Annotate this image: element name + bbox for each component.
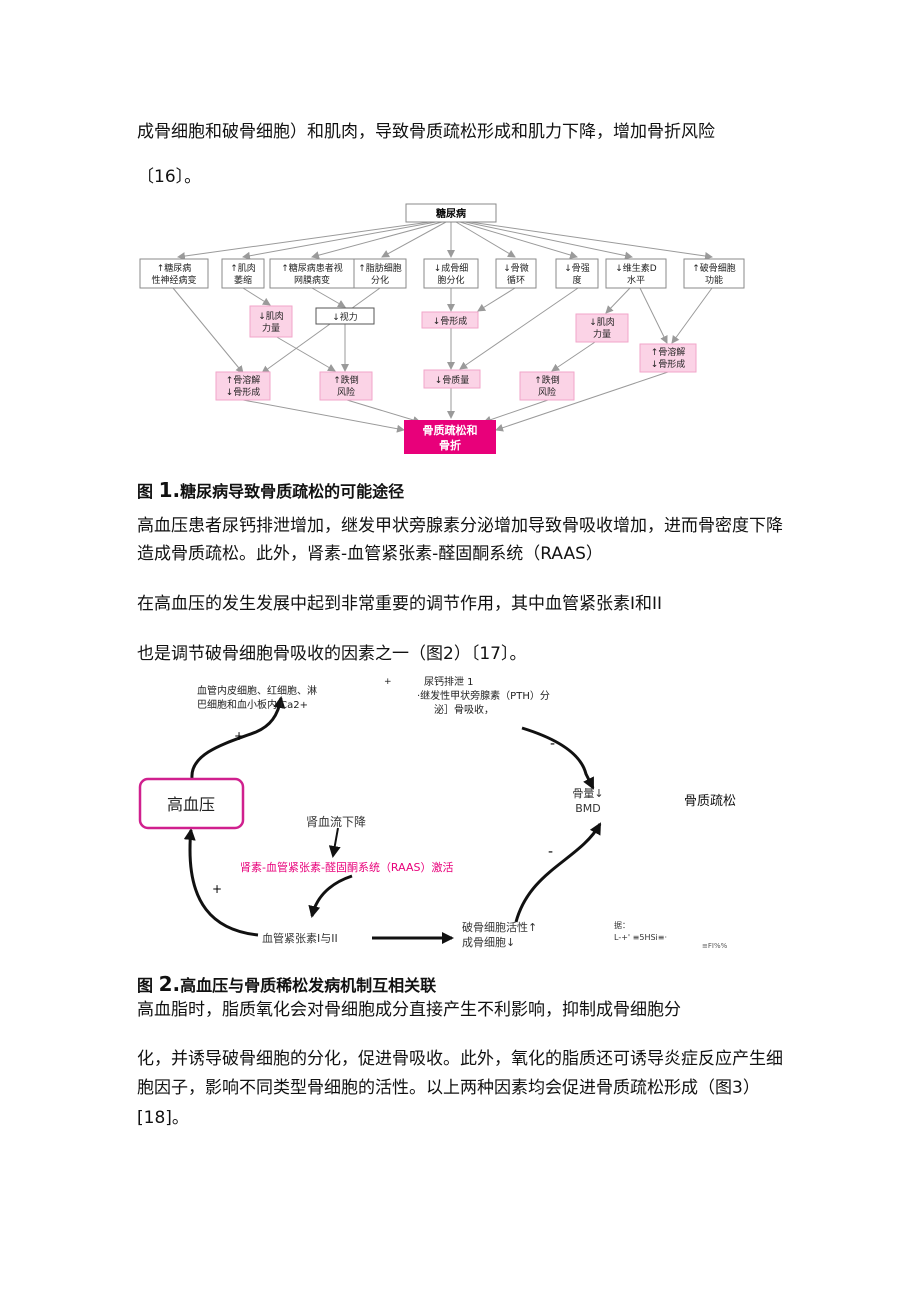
node-osteoclast-l2: 功能 bbox=[705, 274, 723, 286]
pth-text-l2: ·继发性甲状旁腺素（PTH）分 bbox=[417, 689, 550, 702]
paragraph-line: 造成骨质疏松。此外，肾素-血管紧张素-醛固酮系统（RAAS） bbox=[137, 544, 603, 564]
node-osteoblast: 成骨细胞↓ bbox=[462, 936, 515, 949]
figure2-caption: 图 2.高血压与骨质稀松发病机制互相关联 bbox=[137, 972, 436, 996]
minus-sign: - bbox=[548, 844, 553, 860]
minus-sign: - bbox=[550, 736, 555, 752]
node-muscle-strength-right-l1: ↓肌肉 bbox=[589, 316, 615, 328]
paragraph-line: 〔16〕。 bbox=[137, 167, 202, 187]
node-osteoporosis: 骨质疏松 bbox=[684, 794, 736, 809]
ca-text-l2: 巴细胞和血小板内 Ca2+ bbox=[197, 698, 308, 711]
caption-number: 2. bbox=[158, 972, 181, 996]
source-extra: ≡FI%% bbox=[702, 942, 728, 950]
node-microcirc-l1: ↓骨微 bbox=[503, 262, 529, 274]
paragraph-line: 也是调节破骨细胞骨吸收的因素之一（图2）〔17〕。 bbox=[137, 644, 527, 664]
node-osteoclast-l1: ↑破骨细胞 bbox=[692, 262, 736, 274]
node-resorb-right-l1: ↑骨溶解 bbox=[651, 346, 686, 358]
figure1-diagram bbox=[172, 221, 713, 433]
node-muscle-strength-left-l2: 力量 bbox=[262, 322, 280, 334]
node-fall-right-l2: 风险 bbox=[538, 386, 556, 398]
node-retinopathy-l1: ↑糖尿病患者视 bbox=[281, 262, 343, 274]
node-vision: ↓视力 bbox=[332, 311, 358, 323]
node-outcome-l1: 骨质疏松和 bbox=[423, 423, 478, 437]
node-fall-left-l2: 风险 bbox=[337, 386, 355, 398]
node-raas: 肾素-血管紧张素-醛固酮系统（RAAS）激活 bbox=[240, 860, 453, 874]
node-bone-l1: 骨量↓ bbox=[572, 787, 603, 800]
node-strength-l2: 度 bbox=[572, 274, 581, 286]
pth-plus: + bbox=[384, 677, 392, 687]
paragraph-line: 胞因子，影响不同类型骨细胞的活性。以上两种因素均会促进骨质疏松形成（图3） bbox=[137, 1078, 760, 1098]
paragraph-line: 高血脂时，脂质氧化会对骨细胞成分直接产生不利影响，抑制成骨细胞分 bbox=[137, 1000, 681, 1020]
ca-text-l1: 血管内皮细胞、红细胞、淋 bbox=[197, 684, 317, 697]
node-muscle-strength-right-l2: 力量 bbox=[593, 328, 611, 340]
plus-sign: + bbox=[234, 729, 244, 743]
plus-sign: + bbox=[212, 882, 222, 896]
node-renal-flow: 肾血流下降 bbox=[306, 815, 366, 829]
node-outcome-l2: 骨折 bbox=[439, 438, 461, 452]
paragraph-line: [18]。 bbox=[137, 1108, 189, 1128]
node-hypertension: 高血压 bbox=[167, 795, 215, 814]
node-fall-right-l1: ↑跌倒 bbox=[534, 374, 560, 386]
source-l2: L-+' ≡5HSi≡· bbox=[614, 933, 667, 942]
node-adipocyte-l1: ↑脂肪细胞 bbox=[358, 262, 402, 274]
node-bone-formation: ↓骨形成 bbox=[433, 315, 468, 327]
node-strength-l1: ↓骨强 bbox=[564, 263, 590, 274]
figure1-caption: 图 1.糖尿病导致骨质疏松的可能途径 bbox=[137, 478, 404, 502]
node-muscle-atrophy-l2: 萎缩 bbox=[234, 274, 252, 286]
node-retinopathy-l2: 网膜病变 bbox=[294, 274, 330, 286]
node-neuropathy-l2: 性神经病变 bbox=[151, 274, 196, 286]
node-resorb-right-l2: ↓骨形成 bbox=[651, 358, 686, 370]
node-osteoblast-l1: ↓成骨细 bbox=[434, 262, 469, 274]
node-bone-l2: BMD bbox=[575, 802, 601, 815]
caption-prefix: 图 bbox=[137, 482, 154, 501]
node-vitd-l1: ↓维生素D bbox=[615, 262, 657, 274]
source-l1: 据： bbox=[614, 920, 630, 930]
node-osteoclast-activity: 破骨细胞活性↑ bbox=[462, 920, 537, 934]
figure2-diagram: + + - - 血管内皮细胞、红细胞、淋 巴细胞和血小板内 Ca2+ + 尿钙排… bbox=[138, 675, 736, 950]
caption-prefix: 图 bbox=[137, 976, 154, 995]
node-fall-left-l1: ↑跌倒 bbox=[333, 374, 359, 386]
node-neuropathy-l1: ↑糖尿病 bbox=[157, 262, 192, 274]
node-muscle-atrophy-l1: ↑肌肉 bbox=[230, 262, 256, 274]
caption-text: 糖尿病导致骨质疏松的可能途径 bbox=[180, 482, 405, 501]
node-resorb-left-l1: ↑骨溶解 bbox=[226, 374, 261, 386]
paragraph-line: 化，并诱导破骨细胞的分化，促进骨吸收。此外，氧化的脂质还可诱导炎症反应产生细 bbox=[137, 1049, 783, 1069]
paragraph-line: 成骨细胞和破骨细胞）和肌肉，导致骨质疏松形成和肌力下降，增加骨折风险 bbox=[137, 122, 715, 142]
paragraph-line: 高血压患者尿钙排泄增加，继发甲状旁腺素分泌增加导致骨吸收增加，进而骨密度下降 bbox=[137, 516, 783, 536]
node-adipocyte-l2: 分化 bbox=[371, 274, 389, 286]
pth-text-l3: 泌］骨吸收， bbox=[434, 703, 494, 716]
paragraph-line: 在高血压的发生发展中起到非常重要的调节作用，其中血管紧张素Ⅰ和ⅠⅠ bbox=[137, 594, 663, 614]
caption-number: 1. bbox=[158, 478, 181, 502]
caption-text: 高血压与骨质稀松发病机制互相关联 bbox=[180, 976, 437, 995]
pth-text-l1: 尿钙排泄 1 bbox=[424, 675, 474, 688]
node-osteoblast-l2: 胞分化 bbox=[437, 274, 464, 286]
root-node: 糖尿病 bbox=[436, 207, 466, 220]
node-angiotensin: 血管紧张素I与II bbox=[262, 931, 338, 945]
node-muscle-strength-left-l1: ↓肌肉 bbox=[258, 310, 284, 322]
node-vitd-l2: 水平 bbox=[627, 274, 645, 286]
node-resorb-left-l2: ↓骨形成 bbox=[226, 386, 261, 398]
node-microcirc-l2: 循环 bbox=[507, 274, 525, 286]
node-bone-mass: ↓骨质量 bbox=[435, 374, 470, 386]
